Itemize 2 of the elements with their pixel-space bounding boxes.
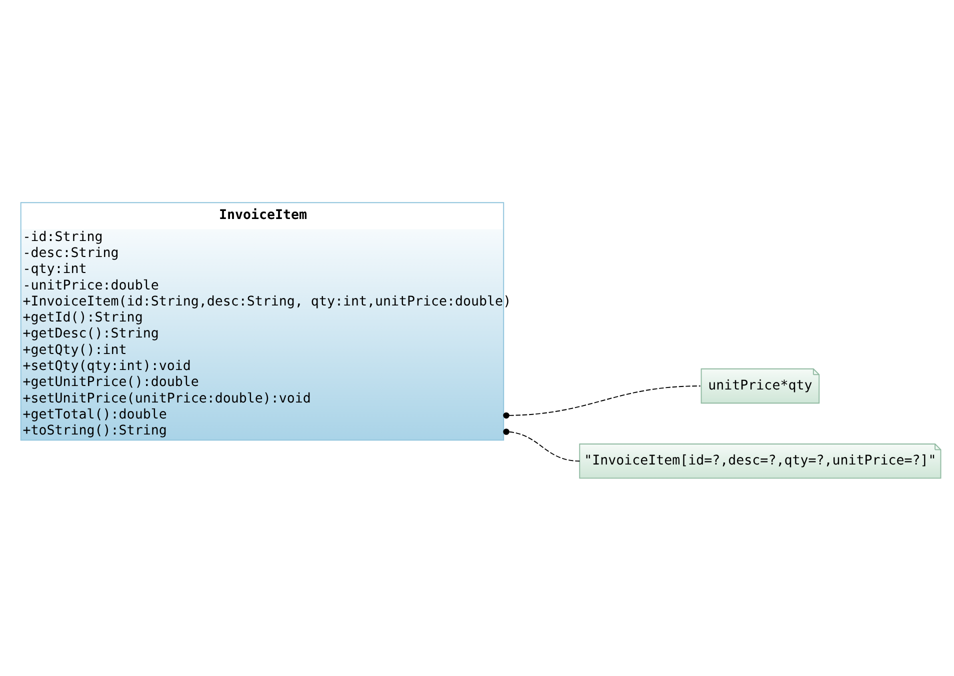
connector (503, 385, 701, 418)
connector (503, 428, 580, 462)
